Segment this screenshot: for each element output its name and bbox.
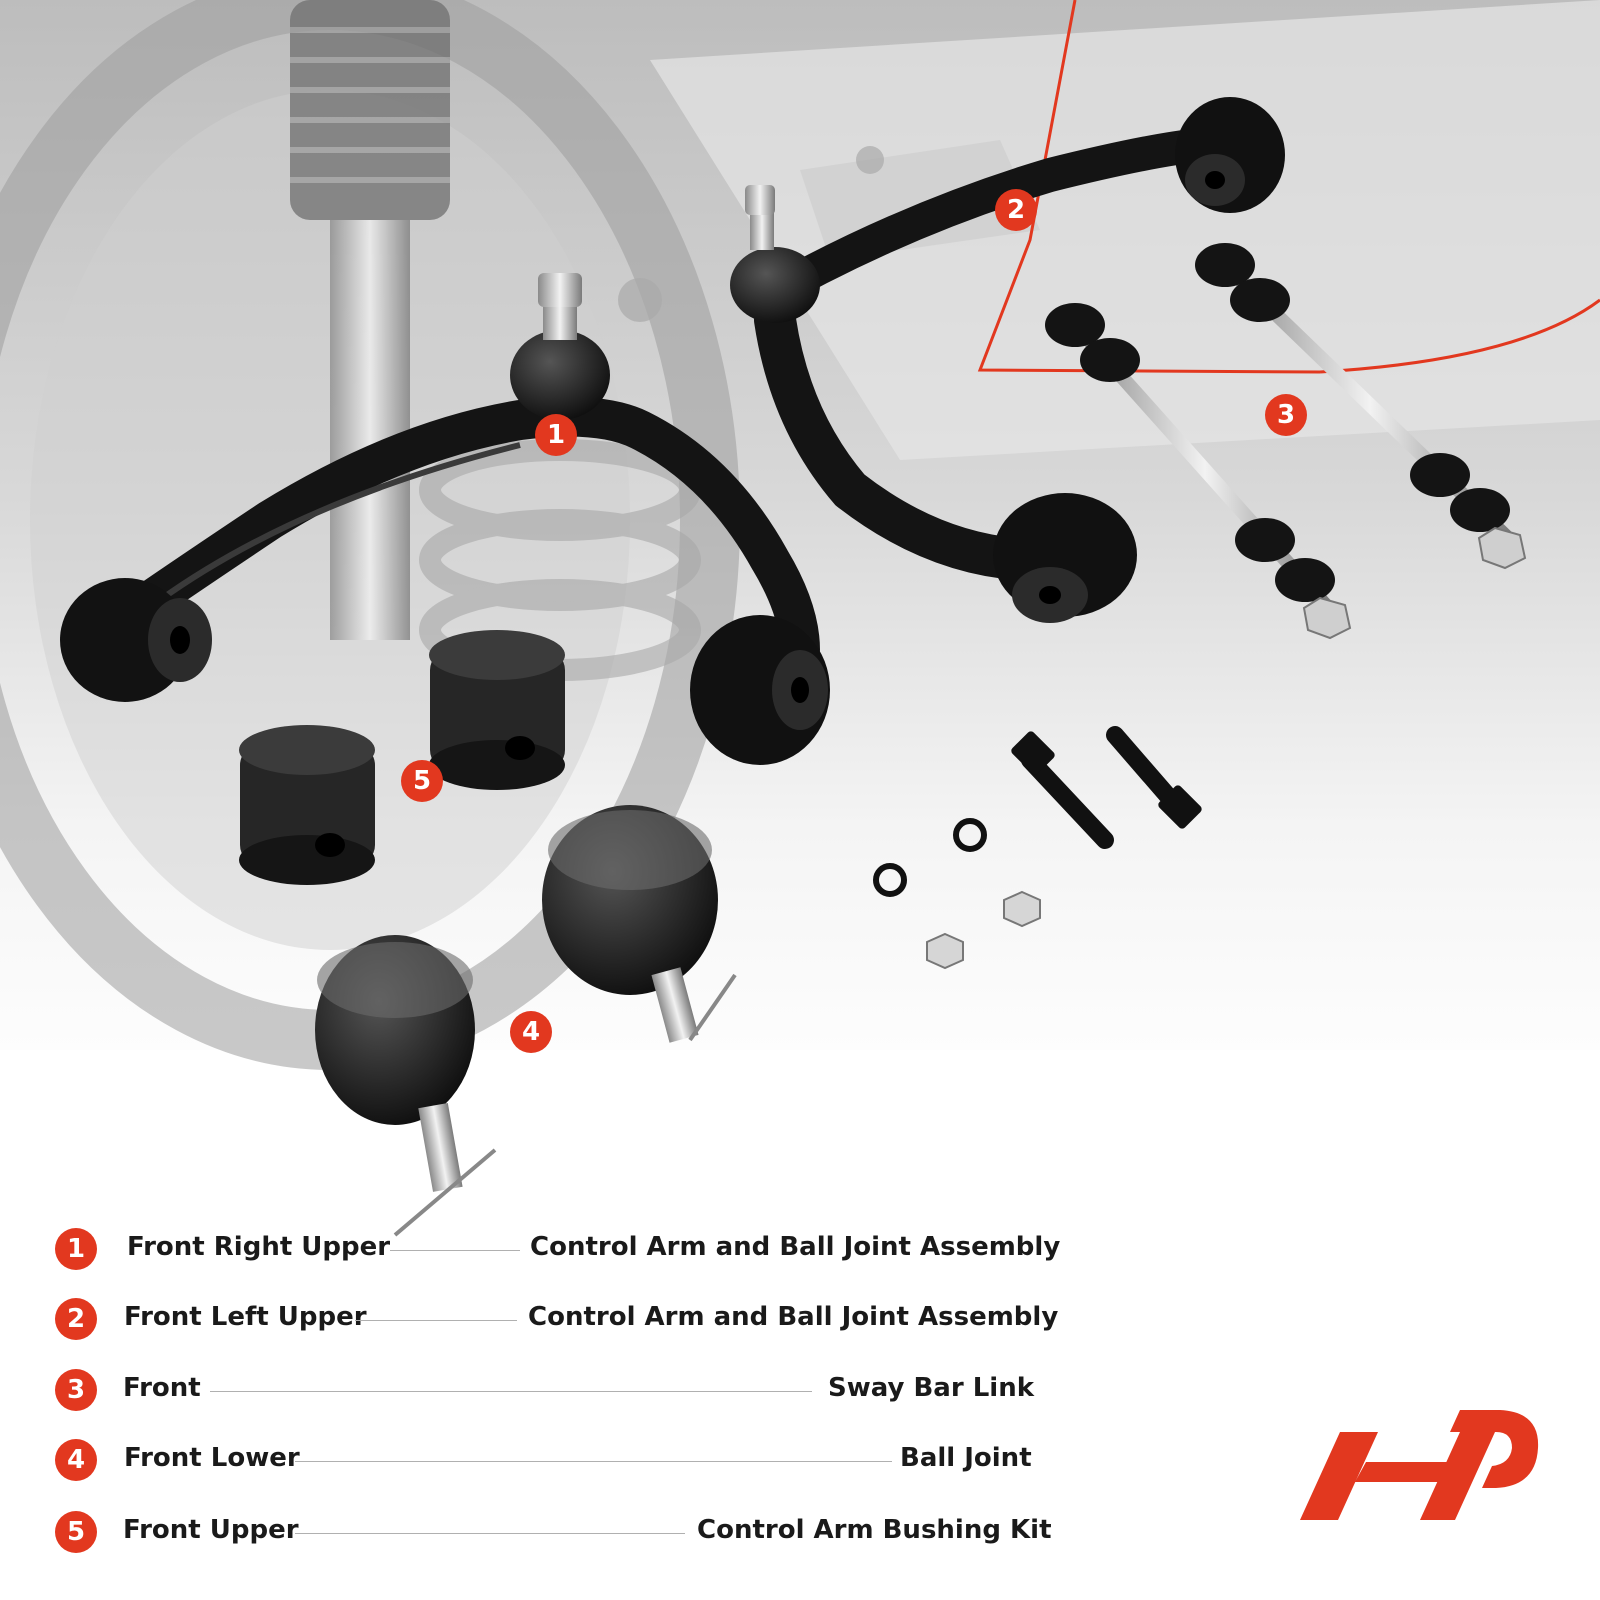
- legend-row: 5 Front Upper Control Arm Bushing Kit: [0, 1502, 1100, 1562]
- sway-bar-links: [1045, 243, 1527, 640]
- callout-5: 5: [401, 760, 443, 802]
- legend-row: 1 Front Right Upper Control Arm and Ball…: [0, 1219, 1100, 1279]
- legend-badge: 2: [55, 1298, 97, 1340]
- legend-part-name: Control Arm and Ball Joint Assembly: [528, 1302, 1059, 1332]
- callout-3: 3: [1265, 394, 1307, 436]
- legend-position: Front Left Upper: [124, 1302, 367, 1332]
- legend-row: 4 Front Lower Ball Joint: [0, 1430, 1100, 1490]
- legend-divider: [210, 1391, 812, 1392]
- legend-position: Front Upper: [123, 1515, 299, 1545]
- legend-badge: 3: [55, 1369, 97, 1411]
- legend-badge: 1: [55, 1228, 97, 1270]
- legend-divider: [390, 1250, 520, 1251]
- callout-1: 1: [535, 414, 577, 456]
- legend-part-name: Ball Joint: [900, 1443, 1032, 1473]
- legend-position: Front Lower: [124, 1443, 300, 1473]
- callout-2: 2: [995, 189, 1037, 231]
- legend-part-name: Sway Bar Link: [828, 1373, 1035, 1403]
- legend-row: 2 Front Left Upper Control Arm and Ball …: [0, 1289, 1100, 1349]
- legend-badge: 4: [55, 1439, 97, 1481]
- legend-divider: [295, 1533, 685, 1534]
- brand-logo-icon: [1300, 1410, 1539, 1520]
- hardware-kit: [873, 726, 1202, 970]
- legend-part-name: Control Arm Bushing Kit: [697, 1515, 1052, 1545]
- accent-lines: [977, 0, 1600, 374]
- legend-badge: 5: [55, 1511, 97, 1553]
- control-arm-left: [730, 97, 1285, 623]
- legend-divider: [295, 1461, 892, 1462]
- bushings: [239, 630, 565, 885]
- legend-position: Front: [123, 1373, 201, 1403]
- callout-4: 4: [510, 1011, 552, 1053]
- legend-divider: [355, 1320, 517, 1321]
- ball-joints: [315, 805, 737, 1237]
- legend-position: Front Right Upper: [127, 1232, 391, 1262]
- legend-part-name: Control Arm and Ball Joint Assembly: [530, 1232, 1061, 1262]
- legend-row: 3 Front Sway Bar Link: [0, 1360, 1100, 1420]
